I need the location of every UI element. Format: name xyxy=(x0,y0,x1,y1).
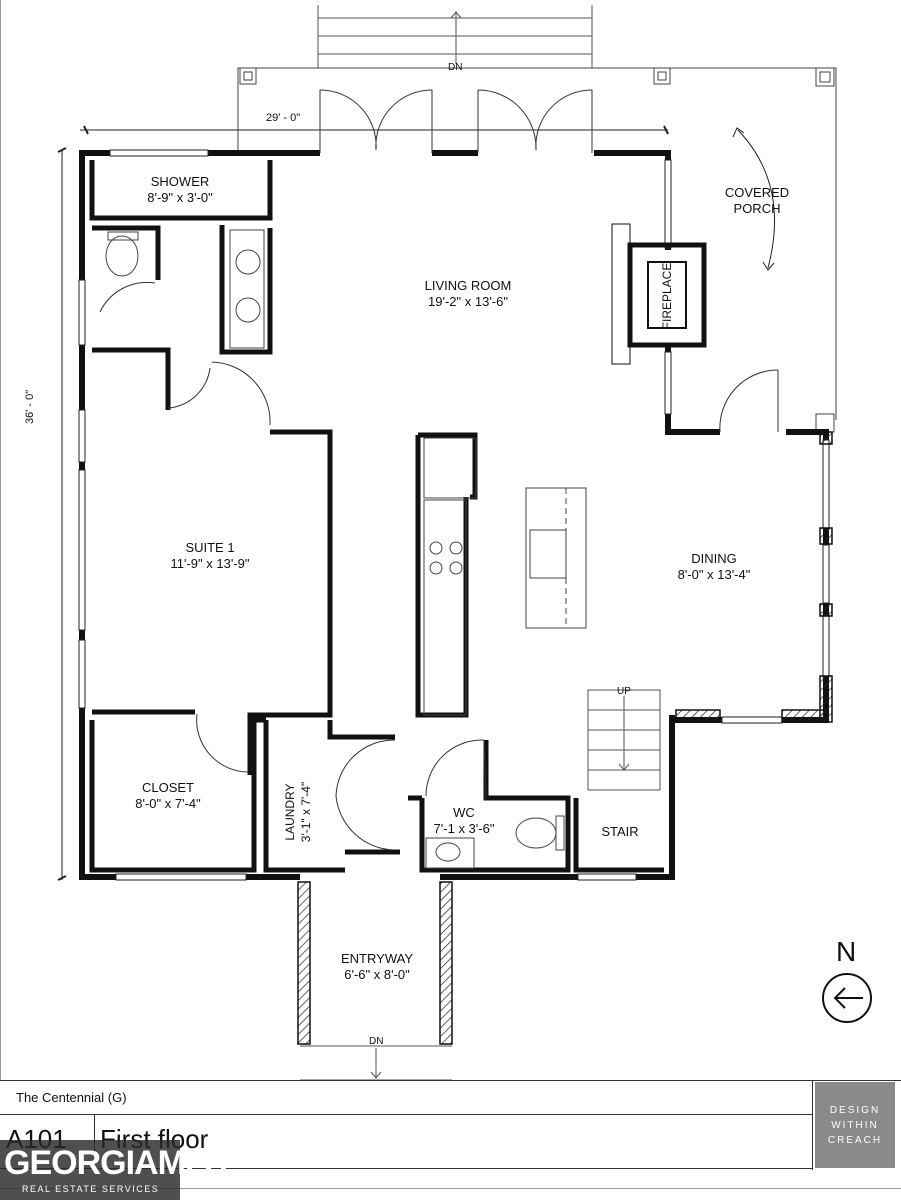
entry-stair-down-label: DN xyxy=(369,1036,384,1047)
brick-walls xyxy=(297,431,833,1045)
entry-stairs xyxy=(300,1045,452,1081)
doors xyxy=(99,89,779,851)
overall-width-dimension: 29' - 0" xyxy=(266,112,301,124)
porch-swing-arrow xyxy=(732,127,776,271)
windows xyxy=(78,149,830,881)
overall-depth-dimension: 36' - 0" xyxy=(24,389,36,424)
watermark-tagline: REAL ESTATE SERVICES xyxy=(22,1184,160,1194)
firm-logo: DESIGN WITHIN CREACH xyxy=(815,1082,895,1168)
mls-watermark: GEORGIAMLS REAL ESTATE SERVICES xyxy=(0,1140,227,1200)
porch-stairs xyxy=(317,5,593,68)
fireplace xyxy=(611,223,707,365)
porch-stair-down-label: DN xyxy=(448,62,463,73)
kitchen xyxy=(423,437,587,716)
stair-up-label: UP xyxy=(617,686,631,697)
interior-walls xyxy=(89,160,664,873)
north-arrow xyxy=(822,973,872,1023)
dimension-lines xyxy=(57,125,669,881)
room-label-fireplace: FIREPLACE xyxy=(660,262,674,330)
bath-fixtures xyxy=(105,229,565,869)
exterior-walls xyxy=(79,150,829,880)
room-label-stair: STAIR xyxy=(601,824,639,839)
north-label: N xyxy=(836,936,857,967)
interior-stair xyxy=(587,689,661,791)
project-name: The Centennial (G) xyxy=(16,1090,127,1105)
covered-porch xyxy=(237,67,837,433)
watermark-brand: GEORGIAMLS xyxy=(4,1144,227,1182)
